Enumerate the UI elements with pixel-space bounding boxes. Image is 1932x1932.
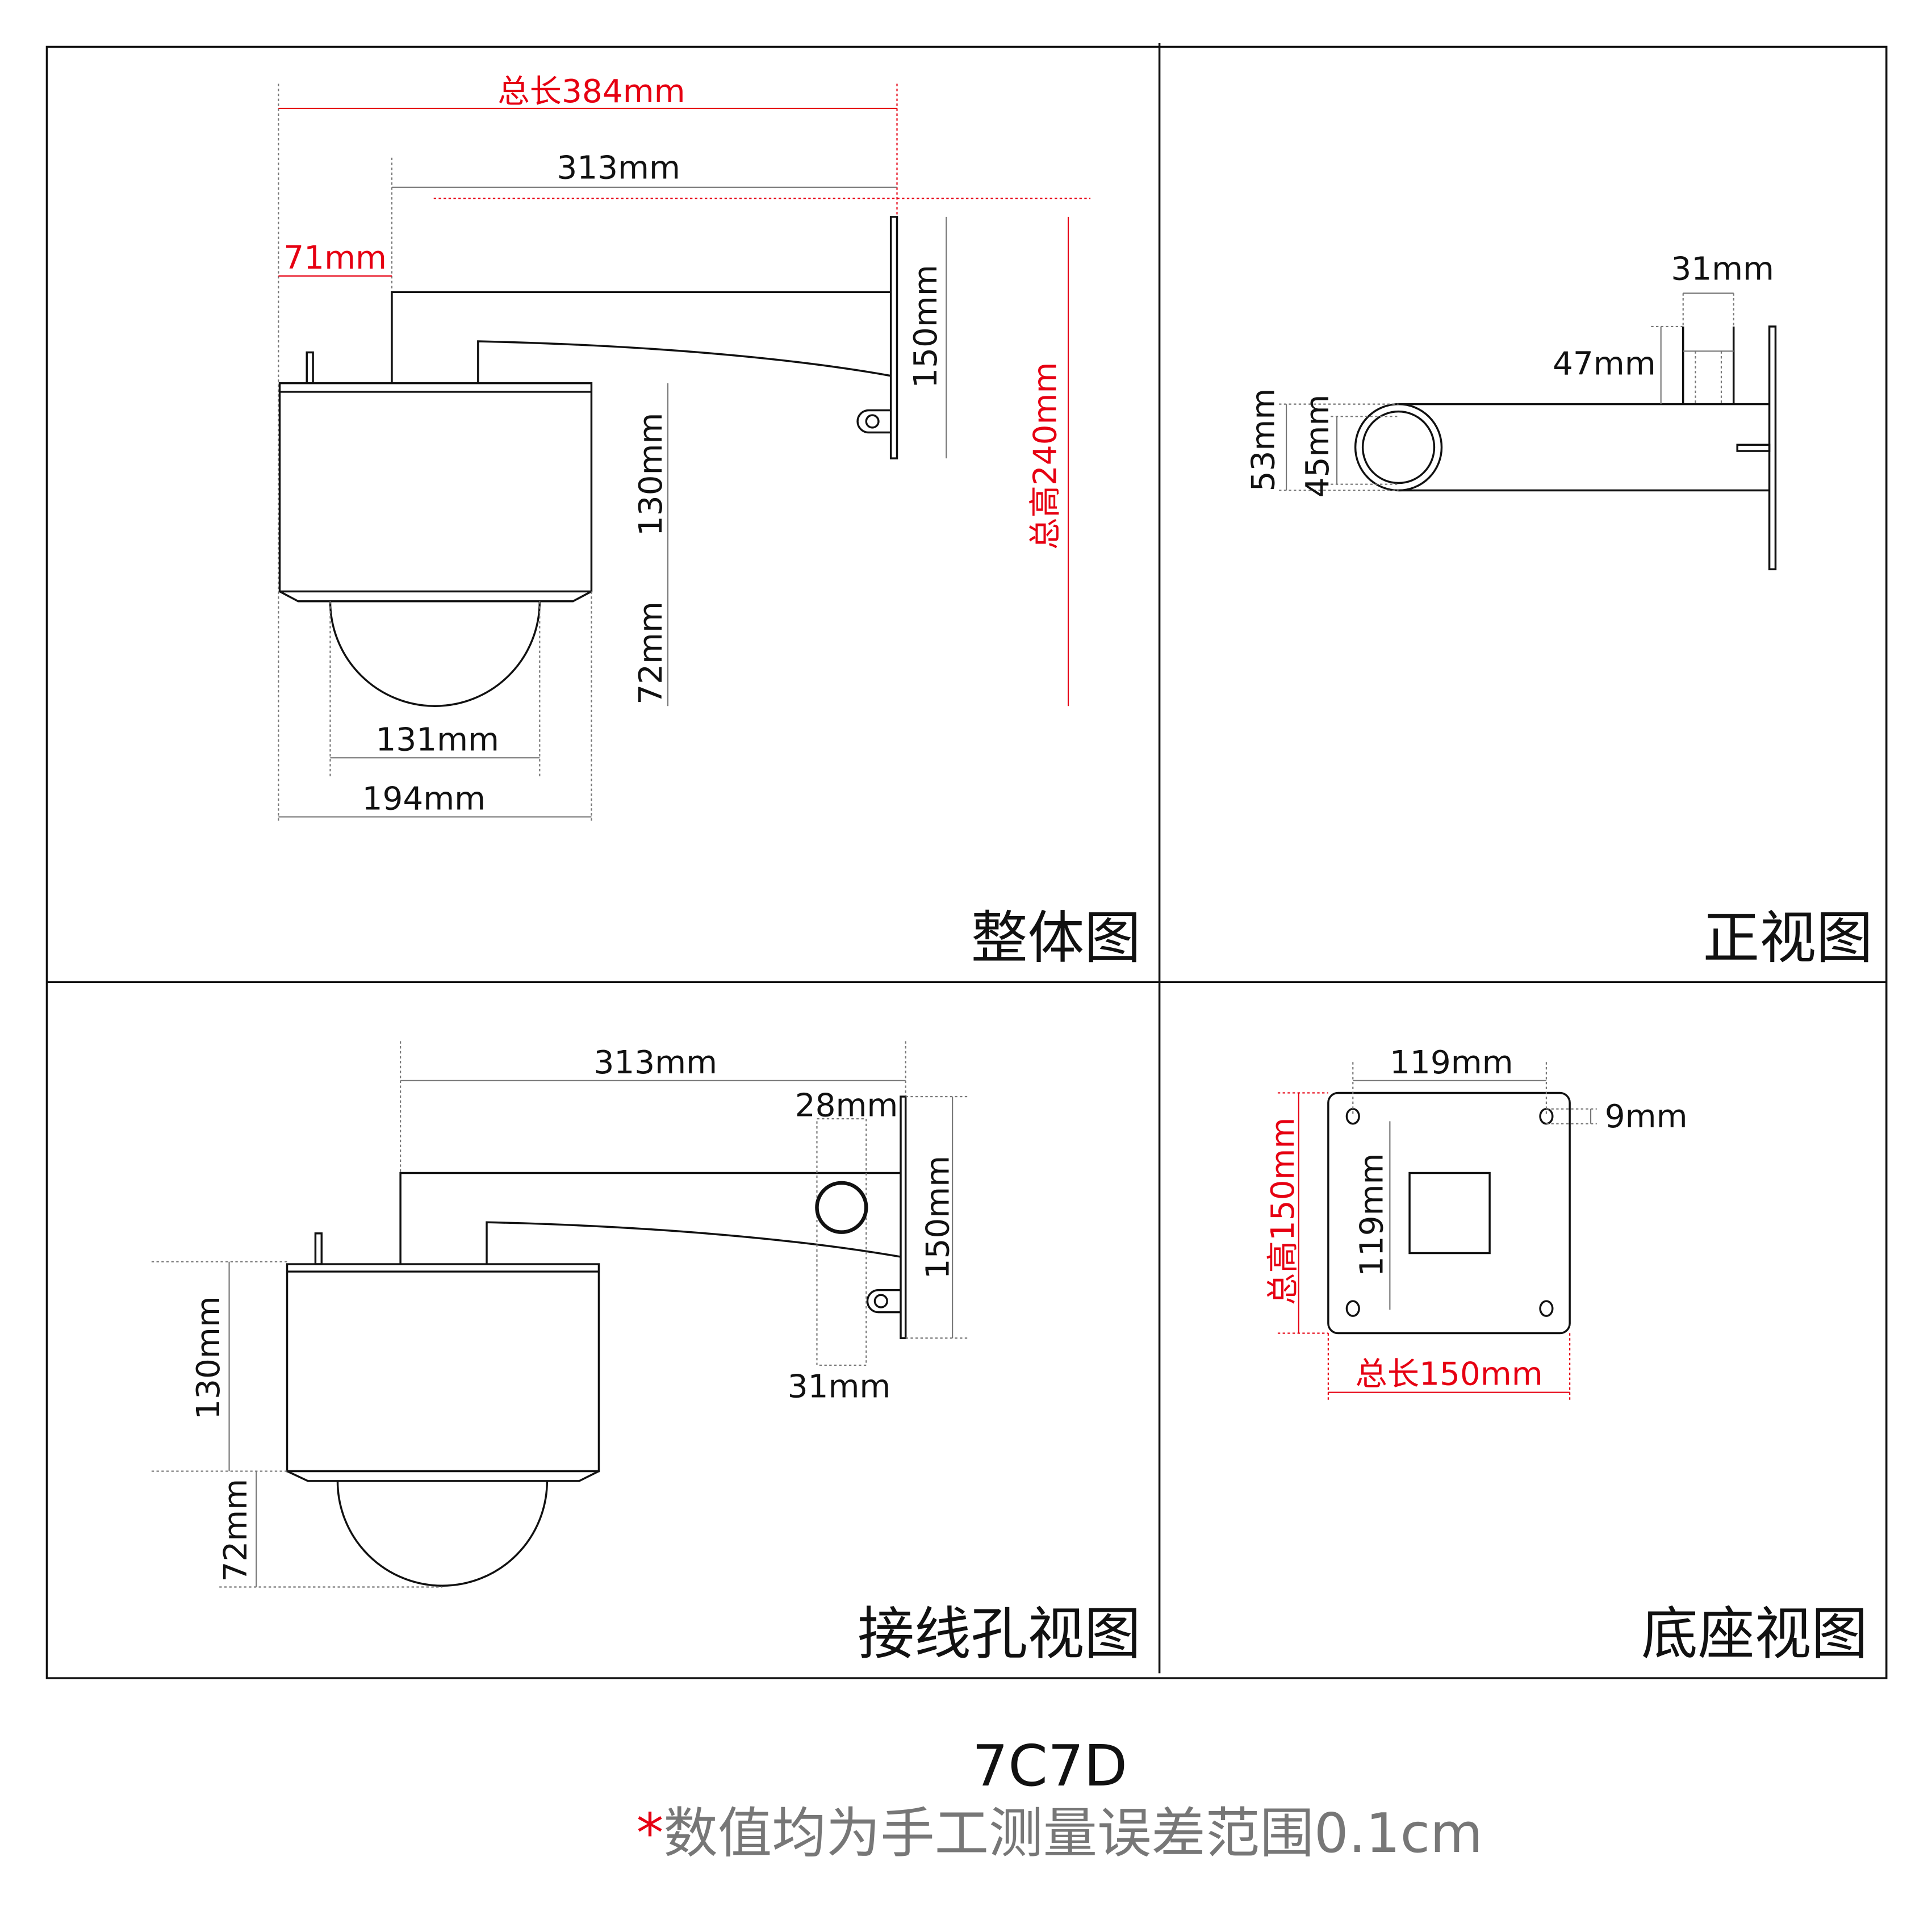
model-number: 7C7D xyxy=(972,1733,1128,1799)
hole-span-label: 31mm xyxy=(788,1368,891,1405)
wiring-hole xyxy=(815,1181,868,1234)
housing-height-label: 130mm xyxy=(633,413,670,537)
panel-title-base: 底座视图 xyxy=(1641,1601,1868,1667)
dome-height-label: 72mm xyxy=(218,1479,254,1582)
plate-height-label: 150mm xyxy=(908,265,944,388)
panel-base: 119mm 9mm 119mm 总高150mm 总长150mm 底座视图 xyxy=(1265,1044,1868,1667)
panel-title-overall: 整体图 xyxy=(971,905,1141,971)
housing-height-label: 130mm xyxy=(190,1296,227,1420)
camera-housing xyxy=(278,382,593,593)
cable-port xyxy=(1408,1172,1491,1254)
screw-hole-icon xyxy=(1345,1300,1360,1317)
camera-housing xyxy=(286,1263,600,1473)
screw-hole-icon xyxy=(1345,1107,1360,1125)
base-total-height-label: 总高150mm xyxy=(1265,1118,1302,1305)
total-length-label: 总长384mm xyxy=(497,73,685,110)
arm-length-label: 313mm xyxy=(557,150,680,187)
housing-width-label: 194mm xyxy=(362,780,486,817)
panel-overall: 总长384mm 313mm 71mm 150mm 总高240mm 130mm 7… xyxy=(278,73,1141,971)
hole-spacing-v-label: 119mm xyxy=(1353,1153,1390,1277)
note-asterisk: * xyxy=(637,1801,664,1865)
wall-plate xyxy=(889,216,898,459)
offset-label: 71mm xyxy=(283,240,387,277)
screw-hole-icon xyxy=(1539,1300,1554,1317)
camera-dome xyxy=(329,601,541,707)
arm-length-label: 313mm xyxy=(593,1044,717,1081)
panel-title-wiring: 接线孔视图 xyxy=(858,1601,1141,1667)
frame-border xyxy=(45,45,1888,1679)
panel-title-front: 正视图 xyxy=(1703,905,1872,971)
riser-height-label: 47mm xyxy=(1553,346,1656,383)
hole-margin-label: 9mm xyxy=(1605,1098,1688,1135)
measurement-note: *数值均为手工测量误差范围0.1cm xyxy=(637,1801,1483,1865)
hole-offset-label: 28mm xyxy=(795,1088,898,1124)
bracket-arm xyxy=(391,291,891,383)
total-height-label: 总高240mm xyxy=(1027,362,1064,550)
base-plate xyxy=(1327,1092,1571,1335)
tube-outer xyxy=(1354,403,1443,492)
riser-width-label: 31mm xyxy=(1671,251,1774,288)
screw-hole-icon xyxy=(1539,1107,1554,1125)
dome-width-label: 131mm xyxy=(375,721,499,758)
bracket-brace xyxy=(477,340,891,383)
mount-hole-icon xyxy=(873,1294,888,1308)
tube-inner xyxy=(1361,410,1436,484)
plate-height-label: 150mm xyxy=(920,1156,957,1279)
hole-spacing-h-label: 119mm xyxy=(1390,1044,1513,1081)
base-total-length-label: 总长150mm xyxy=(1355,1356,1542,1393)
panel-front: 31mm 47mm 53mm 45mm 正视图 xyxy=(1245,251,1872,971)
note-text: 数值均为手工测量误差范围0.1cm xyxy=(663,1801,1483,1865)
wall-plate xyxy=(900,1095,907,1339)
camera-dome xyxy=(336,1481,549,1587)
tube-inner-label: 45mm xyxy=(1299,395,1336,498)
panel-wiring: 313mm 28mm 31mm 150mm 130mm 72mm 接线孔视图 xyxy=(151,1041,1141,1667)
tube-outer-label: 53mm xyxy=(1245,388,1282,492)
mount-hole-icon xyxy=(865,414,880,429)
dome-height-label: 72mm xyxy=(633,601,670,705)
